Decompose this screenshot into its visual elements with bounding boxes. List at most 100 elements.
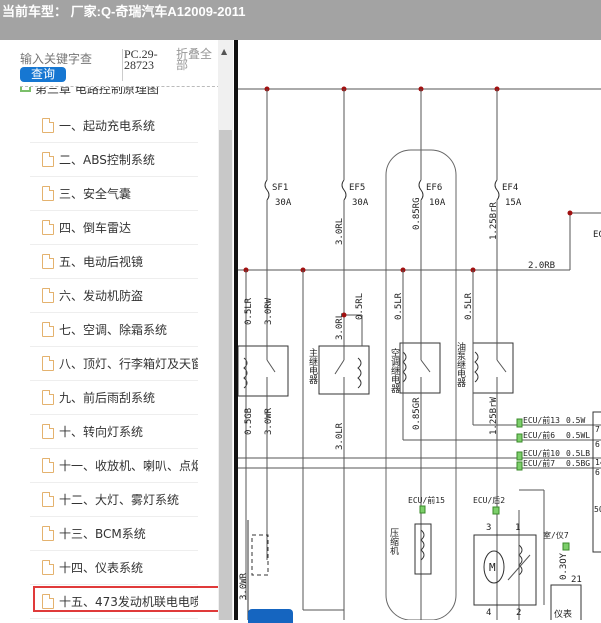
wiring-diagram: SF130AEF530AEF610AEF415A2.0RB3.0RL0.85RG… <box>238 86 601 620</box>
ecu-pin-label: ECU/前13 <box>523 415 560 425</box>
search-input[interactable] <box>20 52 116 66</box>
tree-item[interactable]: 三、安全气囊 <box>30 177 198 211</box>
sidebar: 查询 PC.29-28723 折叠全部 第三章 电路控制原理图 一、起动充电系统… <box>0 40 234 620</box>
fuse-name: EF6 <box>426 183 442 193</box>
document-icon <box>42 151 54 167</box>
chapter-node[interactable]: 第三章 电路控制原理图 <box>20 86 220 96</box>
scrollbar-thumb[interactable] <box>219 130 232 620</box>
selected-highlight <box>33 586 229 612</box>
document-icon <box>42 457 54 473</box>
motor-label: M <box>489 561 496 574</box>
scrollbar[interactable]: ▲ <box>218 40 233 620</box>
motor-box <box>473 534 537 606</box>
document-icon <box>42 117 54 133</box>
tree-item-label: 十五、473发动机联电电喷系统 <box>59 595 198 609</box>
document-icon <box>42 185 54 201</box>
tree-item-label: 十二、大灯、雾灯系统 <box>59 493 180 507</box>
wire <box>334 359 345 375</box>
tree-item-label: 八、顶灯、行李箱灯及天窗 <box>59 357 198 371</box>
fuse-icon <box>341 179 347 201</box>
ecu-pin-number: 6 <box>595 440 600 449</box>
cluster-pin-label: 室/仪7 <box>543 530 569 540</box>
ecu-pin-label: ECU/前6 <box>523 430 555 440</box>
ecu-pin-label: ECU/前7 <box>523 458 555 468</box>
tree-item-label: 十四、仪表系统 <box>59 561 144 575</box>
fuse-name: SF1 <box>272 183 288 193</box>
document-icon <box>42 525 54 541</box>
pump-relay-label: 油泵继电器 <box>455 341 466 387</box>
relay-box <box>238 345 289 397</box>
wire <box>266 359 276 373</box>
tree-item[interactable]: 二、ABS控制系统 <box>30 143 198 177</box>
tree-item[interactable]: 十二、大灯、雾灯系统 <box>30 483 198 517</box>
wire-label: 3.0LR <box>335 422 345 450</box>
motor-icon <box>483 550 505 584</box>
wire-label: 0.5LR <box>394 292 404 320</box>
document-icon <box>42 219 54 235</box>
wire-label: 0.5LR <box>244 297 254 325</box>
tree-item-label: 十三、BCM系统 <box>59 527 146 541</box>
wire-label: 1.25BrR <box>489 201 499 240</box>
floating-button[interactable] <box>248 609 293 623</box>
tree-item[interactable]: 十、转向灯系统 <box>30 415 198 449</box>
ecu-wire-label: 0.5W <box>566 416 585 425</box>
tree-item[interactable]: 四、倒车雷达 <box>30 211 198 245</box>
tree-item-label: 十、转向灯系统 <box>59 425 144 439</box>
connector-pin-icon <box>516 461 523 471</box>
connector-pin-icon <box>516 433 523 443</box>
wire-label: 0.5GB <box>244 408 254 435</box>
fuse-rating: 15A <box>505 198 522 208</box>
ac-relay-enclosure <box>385 149 457 620</box>
collapse-all-button[interactable]: 折叠全部 <box>176 47 213 72</box>
search-button[interactable]: 查询 <box>20 67 66 82</box>
junction-dot <box>567 210 573 216</box>
document-icon <box>42 253 54 269</box>
document-icon <box>42 287 54 303</box>
wire-label: 3.0RW <box>264 297 274 325</box>
document-icon <box>42 389 54 405</box>
panel-splitter[interactable] <box>234 40 238 620</box>
pump-relay-box <box>472 342 514 394</box>
coil-icon <box>402 351 407 383</box>
tree-item[interactable]: 十四、仪表系统 <box>30 551 198 585</box>
folder-icon <box>20 87 31 92</box>
title-bar: 当前车型： 厂家:Q-奇瑞汽车A12009-2011 <box>0 0 601 40</box>
scroll-up-arrow-icon[interactable]: ▲ <box>221 47 228 56</box>
ecu-label: EC <box>593 230 601 240</box>
tree-item[interactable]: 六、发动机防盗 <box>30 279 198 313</box>
variable-resistor-icon <box>518 544 523 576</box>
connector-pin-icon <box>516 451 523 461</box>
connector-pin-icon <box>419 505 426 514</box>
tree-item-label: 十一、收放机、喇叭、点烟 <box>59 459 198 473</box>
tree-item[interactable]: 十五、473发动机联电电喷系统 <box>30 585 198 619</box>
ecu-pin-label: ECU/前15 <box>408 495 445 505</box>
tree-item[interactable]: 九、前后雨刮系统 <box>30 381 198 415</box>
tree-item[interactable]: 一、起动充电系统 <box>30 109 198 143</box>
wire <box>420 359 431 373</box>
document-icon <box>42 423 54 439</box>
tree-item[interactable]: 八、顶灯、行李箱灯及天窗 <box>30 347 198 381</box>
fuse-rating: 30A <box>275 198 292 208</box>
tree-item-label: 九、前后雨刮系统 <box>59 391 156 405</box>
pc-code: PC.29-28723 <box>122 48 158 81</box>
instrument-cluster-box <box>550 584 582 620</box>
ecu-pin-label: ECU/前10 <box>523 448 560 458</box>
wire-label: 3.0WR <box>264 407 274 435</box>
wire-label: 0.85RG <box>412 197 422 230</box>
wire-label: 3.0RL <box>335 313 345 340</box>
compressor-box <box>414 523 432 575</box>
fuse-name: EF4 <box>502 183 518 193</box>
tree-item[interactable]: 七、空调、除霜系统 <box>30 313 198 347</box>
wire <box>496 359 507 373</box>
tree-item-label: 三、安全气囊 <box>59 187 132 201</box>
tree-item[interactable]: 十一、收放机、喇叭、点烟 <box>30 449 198 483</box>
tree-item[interactable]: 十三、BCM系统 <box>30 517 198 551</box>
wire-label: 2.0RB <box>528 261 555 271</box>
main-relay-label: 主继电器 <box>307 347 318 384</box>
pin-number: 3 <box>486 523 491 533</box>
connector-pin-icon <box>516 418 523 428</box>
connector-pin-icon <box>492 506 500 515</box>
chapter-label: 第三章 电路控制原理图 <box>35 86 159 96</box>
coil-icon <box>357 357 362 389</box>
tree-item[interactable]: 五、电动后视镜 <box>30 245 198 279</box>
